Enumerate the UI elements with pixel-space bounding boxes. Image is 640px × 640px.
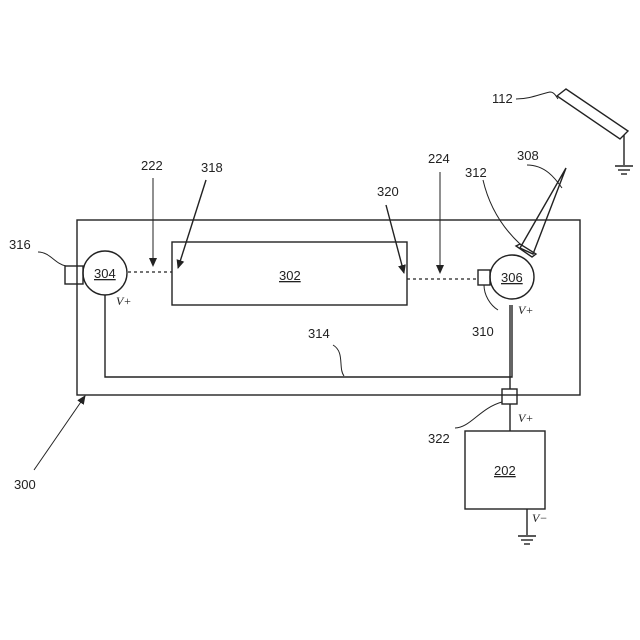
arrow-318 [178,180,206,268]
label-224: 224 [428,151,450,166]
needle-308 [520,168,566,254]
label-320: 320 [377,184,399,199]
arrow-320 [386,205,404,273]
wire-314-leader [333,345,344,376]
label-312: 312 [465,165,487,180]
arrow-300 [34,396,85,470]
ground-symbol-probe [615,166,633,174]
connector-310 [478,270,490,285]
leader-316 [38,252,66,266]
label-222: 222 [141,158,163,173]
leader-112 [516,92,558,99]
v-plus-306: V+ [518,303,533,317]
connector-322 [502,389,517,404]
label-306: 306 [501,270,523,285]
label-310: 310 [472,324,494,339]
label-314: 314 [308,326,330,341]
v-plus-supply: V+ [518,411,533,425]
probe-112 [557,89,628,139]
v-plus-304: V+ [116,294,131,308]
label-308: 308 [517,148,539,163]
label-322: 322 [428,431,450,446]
label-202: 202 [494,463,516,478]
label-112: 112 [492,91,513,106]
leader-312 [483,180,520,244]
label-304: 304 [94,266,116,281]
leader-322 [455,402,502,428]
label-318: 318 [201,160,223,175]
v-minus-supply: V− [532,511,547,525]
leader-310 [484,285,498,310]
label-316: 316 [9,237,31,252]
ground-symbol-supply [518,536,536,544]
label-302: 302 [279,268,301,283]
label-300: 300 [14,477,36,492]
housing-300 [77,220,580,395]
connector-316 [65,266,83,284]
